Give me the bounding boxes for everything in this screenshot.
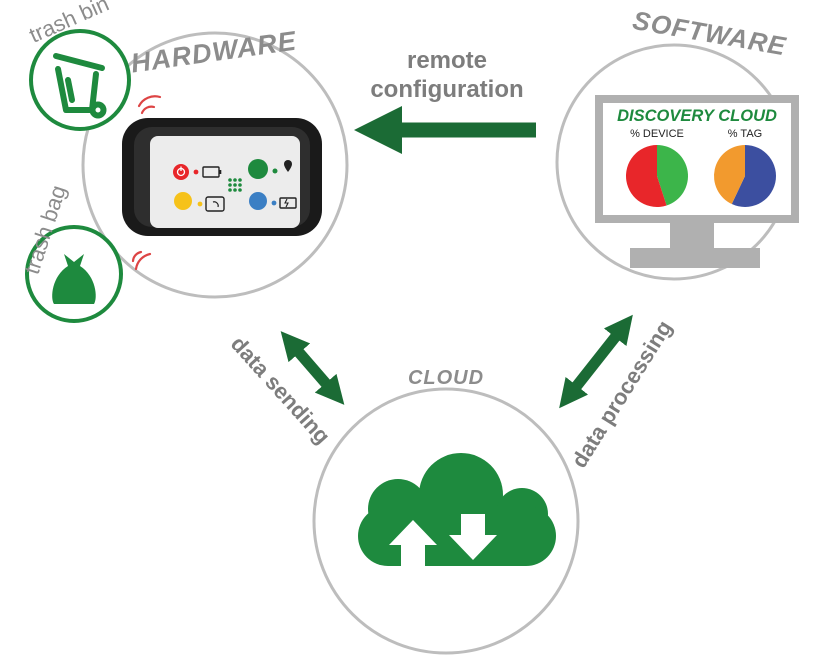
- power-led: [173, 164, 222, 180]
- device-pie-slice-red: [626, 145, 667, 207]
- trash-bin-circle: [29, 29, 131, 131]
- data-processing-arrow: [559, 314, 633, 409]
- tag-pie-slice-navy: [731, 145, 776, 207]
- wireless-signal-icon: [137, 95, 162, 115]
- device-percent-label: % DEVICE: [630, 128, 684, 140]
- tag-pie-chart: [713, 145, 776, 207]
- remote-label-line1: remote: [407, 47, 487, 74]
- screen-title: DISCOVERY CLOUD: [617, 107, 777, 125]
- download-arrow-icon: [449, 514, 497, 560]
- data-sending-edge: data sending: [226, 331, 345, 449]
- location-pin-icon: [284, 160, 292, 172]
- tracker-device: [122, 118, 322, 236]
- trash-bin-node: trash bin: [25, 0, 131, 131]
- rfid-card-icon: [205, 196, 225, 212]
- remote-label-line2: configuration: [370, 76, 523, 103]
- tag-percent-label: % TAG: [728, 128, 762, 140]
- trash-bag-icon: [52, 254, 96, 304]
- software-node: SOFTWARE DISCOVERY CLOUD % DEVICE % TAG: [555, 5, 799, 281]
- rfid-led: [174, 192, 225, 212]
- gps-led: [248, 159, 292, 179]
- cloud-label: CLOUD: [408, 367, 484, 389]
- cloud-node: CLOUD: [312, 367, 580, 655]
- data-processing-label: data processing: [566, 316, 677, 472]
- cloud-icon: [358, 453, 556, 566]
- charge-led: [249, 192, 297, 210]
- charging-icon: [279, 197, 297, 209]
- remote-configuration-edge: remote configuration: [354, 47, 536, 155]
- trash-bag-node: trash bag: [19, 182, 123, 323]
- data-processing-edge: data processing: [559, 314, 677, 472]
- wireless-signal-icon-2: [131, 250, 152, 271]
- data-sending-arrow: [280, 331, 345, 405]
- device-pie-chart: [626, 145, 688, 207]
- keypad-icon: [228, 178, 242, 192]
- device-pie-slice-green: [657, 145, 688, 206]
- hardware-node: HARDWARE: [81, 26, 349, 299]
- data-sending-label: data sending: [226, 331, 335, 449]
- tag-pie-slice-orange: [713, 145, 745, 205]
- upload-arrow-icon: [389, 520, 437, 567]
- trash-bin-icon: [53, 53, 107, 119]
